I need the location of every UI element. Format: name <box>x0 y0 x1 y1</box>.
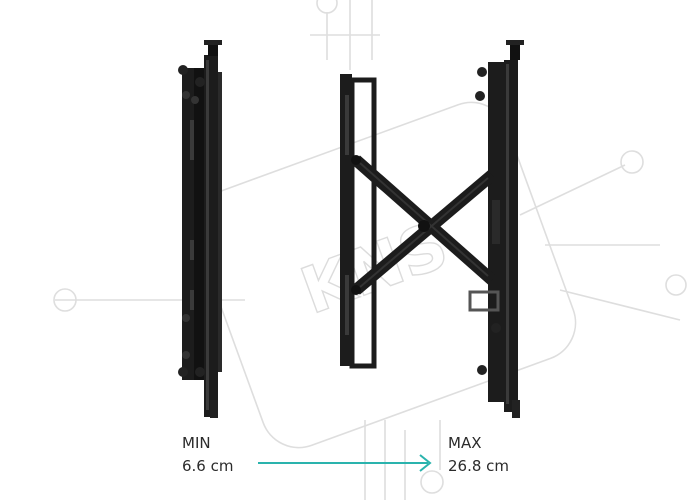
range-arrow <box>258 454 432 472</box>
min-label: MIN 6.6 cm <box>182 432 233 478</box>
max-value: 26.8 cm <box>448 457 510 475</box>
watermark <box>53 0 687 500</box>
extended-mount <box>340 40 524 418</box>
max-label: MAX 26.8 cm <box>448 432 509 478</box>
folded-mount <box>178 40 222 418</box>
max-title: MAX <box>448 434 482 452</box>
min-value: 6.6 cm <box>182 457 234 475</box>
min-title: MIN <box>182 434 211 452</box>
